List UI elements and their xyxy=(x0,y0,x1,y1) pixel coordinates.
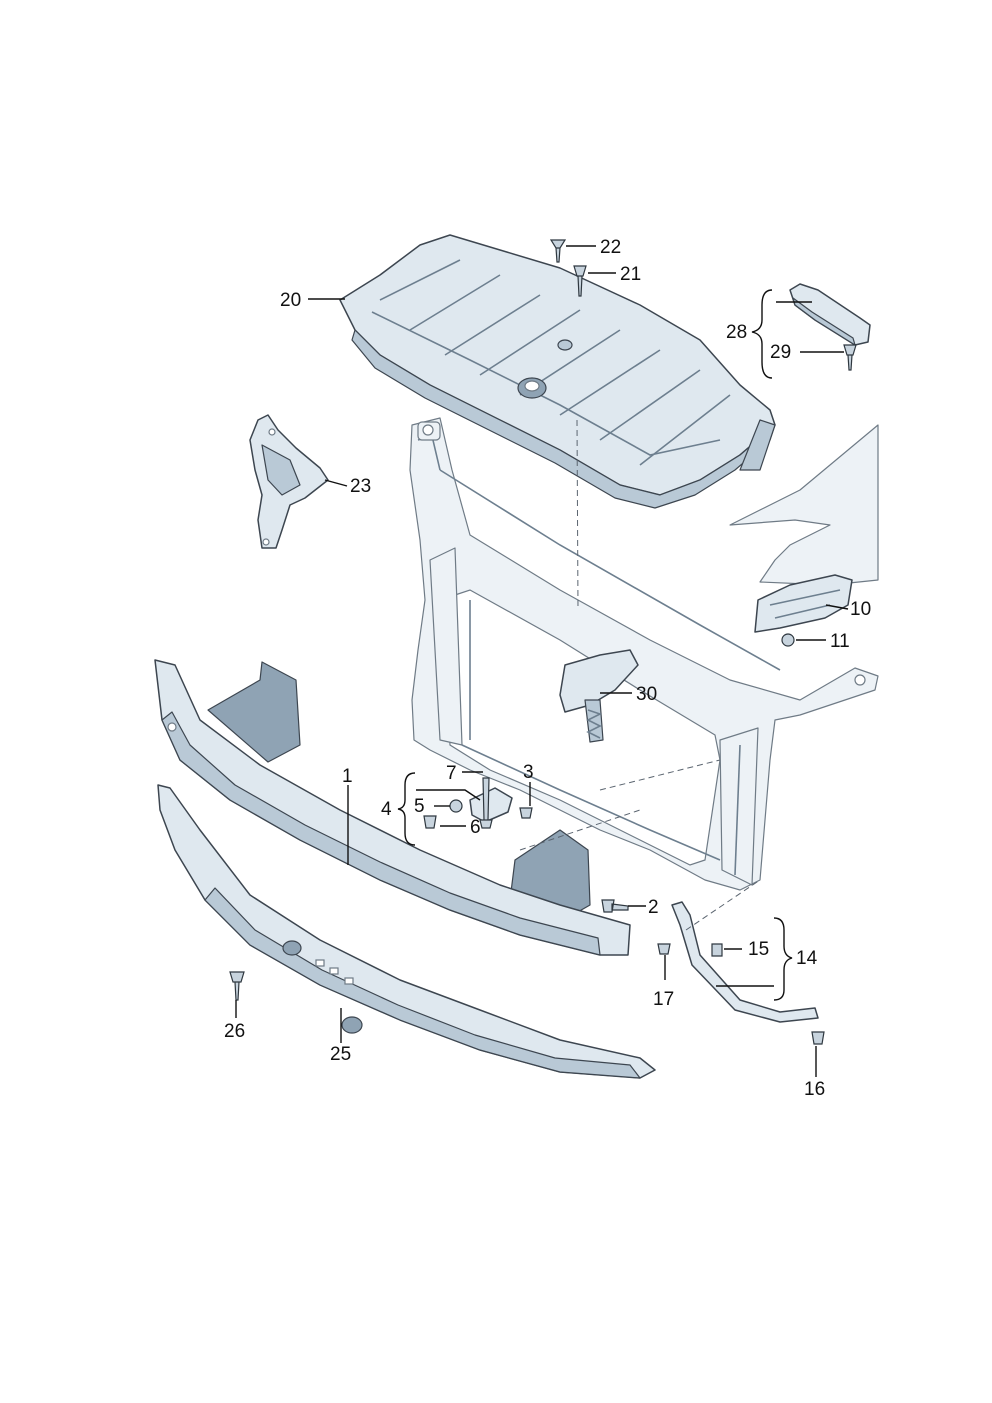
fender-panel xyxy=(729,424,879,586)
label-1: 1 xyxy=(342,766,353,787)
lock-carrier-frame xyxy=(409,417,879,891)
label-2: 2 xyxy=(648,897,659,918)
screw-21-icon xyxy=(573,265,587,297)
label-14: 14 xyxy=(796,948,818,969)
leader-lines xyxy=(235,245,849,1077)
bonnet-lock-30 xyxy=(559,649,639,743)
screw-6-icon xyxy=(423,815,437,829)
label-6: 6 xyxy=(470,817,481,838)
screw-22-icon xyxy=(549,239,567,263)
label-30: 30 xyxy=(636,684,657,705)
label-3: 3 xyxy=(523,762,534,783)
guide-28 xyxy=(789,283,871,346)
label-26: 26 xyxy=(224,1021,245,1042)
nut-5-icon xyxy=(449,799,463,813)
callout-labels: 22 21 20 28 29 23 10 11 30 1 7 4 3 5 6 2… xyxy=(224,237,871,1100)
label-28: 28 xyxy=(726,322,747,343)
nut-11-icon xyxy=(781,633,795,647)
bumper-carrier-1 xyxy=(154,659,631,956)
bolt-7-icon xyxy=(479,777,493,829)
label-11: 11 xyxy=(830,631,850,652)
label-10: 10 xyxy=(850,599,871,620)
bracket-23 xyxy=(249,414,329,549)
stay-14 xyxy=(671,901,819,1023)
clip-15-icon xyxy=(711,943,723,957)
label-7: 7 xyxy=(446,763,457,784)
screw-16-icon xyxy=(811,1031,825,1045)
screw-26-icon xyxy=(229,971,245,1001)
screw-29-icon xyxy=(843,344,857,371)
energy-absorber-25 xyxy=(157,784,656,1079)
bracket-4 xyxy=(469,787,513,823)
screw-3-icon xyxy=(519,807,533,819)
label-20: 20 xyxy=(280,290,301,311)
air-guide-cover xyxy=(339,234,776,509)
label-21: 21 xyxy=(620,264,641,285)
screw-17-icon xyxy=(657,943,671,955)
assembly-dashed-lines xyxy=(519,419,761,931)
fasteners xyxy=(229,239,857,1045)
label-5: 5 xyxy=(414,796,425,817)
label-29: 29 xyxy=(770,342,791,363)
screw-2-icon xyxy=(601,899,629,913)
label-4: 4 xyxy=(381,799,392,820)
label-22: 22 xyxy=(600,237,621,258)
label-23: 23 xyxy=(350,476,371,497)
label-25: 25 xyxy=(330,1044,351,1065)
label-17: 17 xyxy=(653,989,674,1010)
label-15: 15 xyxy=(748,939,769,960)
bracket-10 xyxy=(754,574,853,633)
label-16: 16 xyxy=(804,1079,825,1100)
